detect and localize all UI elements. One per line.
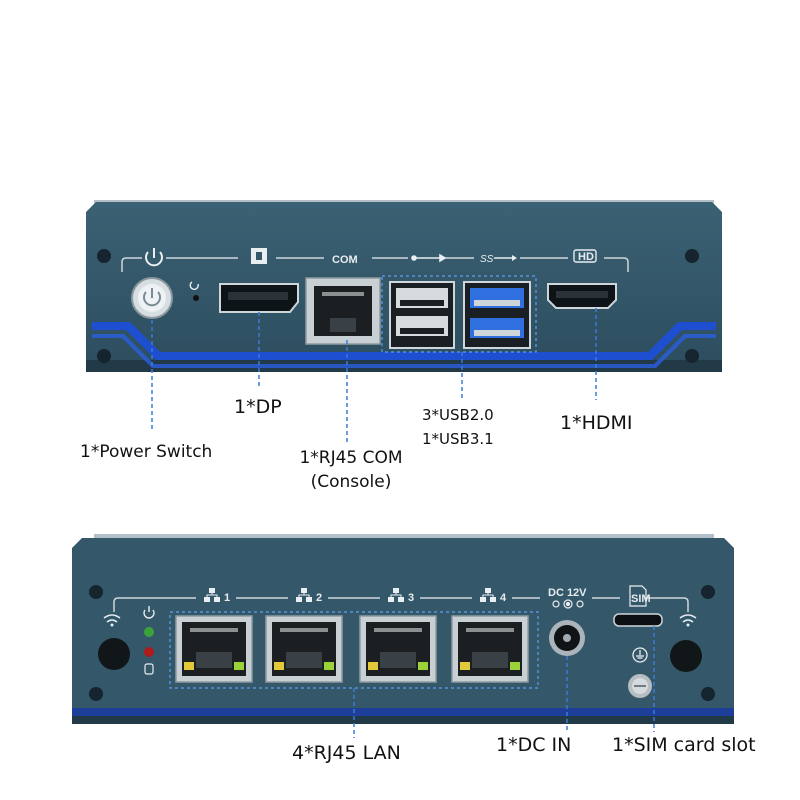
ground-icon xyxy=(632,647,648,663)
hdmi-hd-icon: HD xyxy=(573,249,597,263)
lan1-number: 1 xyxy=(224,592,230,604)
usb3-ss-icon: SS xyxy=(480,254,517,265)
svg-text:SS: SS xyxy=(480,254,494,265)
callout-usb3: 1*USB3.1 xyxy=(422,430,494,448)
rear-screws xyxy=(89,585,715,701)
displayport-port xyxy=(219,283,299,313)
rj45-com-port xyxy=(305,277,381,345)
callout-usb2: 3*USB2.0 xyxy=(422,406,494,424)
lan4-number: 4 xyxy=(500,592,507,604)
lan3-number: 3 xyxy=(408,592,414,604)
lan-network-icons xyxy=(204,588,496,602)
power-symbol-icon xyxy=(145,248,163,267)
rj45-lan-port xyxy=(451,615,529,683)
com-panel-label: COM xyxy=(332,254,358,266)
wifi-antenna-right xyxy=(670,614,702,672)
status-leds xyxy=(143,606,155,675)
rj45-lan-port xyxy=(359,615,437,683)
callout-dc-in: 1*DC IN xyxy=(496,734,572,756)
sim-icon: SIM xyxy=(629,585,651,607)
usb-group-outline xyxy=(381,275,537,353)
callout-dp: 1*DP xyxy=(234,396,282,418)
rj45-lan-port xyxy=(265,615,343,683)
svg-text:SIM: SIM xyxy=(631,593,651,605)
usb-icon xyxy=(411,253,447,263)
sim-card-slot xyxy=(613,613,663,627)
dc-polarity-icon xyxy=(552,599,584,609)
callout-lan: 4*RJ45 LAN xyxy=(292,742,401,764)
displayport-icon xyxy=(251,248,267,264)
dc-label: DC 12V xyxy=(548,587,587,599)
callout-console: (Console) xyxy=(310,472,392,492)
rear-callout-lines xyxy=(353,626,655,738)
usb3-ports xyxy=(463,281,531,349)
hdmi-port xyxy=(547,283,617,309)
rj45-lan-ports xyxy=(175,615,529,683)
front-callout-lines xyxy=(151,308,597,442)
reset-indicator xyxy=(189,281,199,301)
power-button[interactable] xyxy=(131,277,173,319)
dc-in-jack xyxy=(549,620,585,656)
lan2-number: 2 xyxy=(316,592,322,604)
wifi-antenna-left xyxy=(98,614,130,670)
callout-sim-slot: 1*SIM card slot xyxy=(612,734,756,756)
usb2-ports xyxy=(389,281,455,349)
callout-hdmi: 1*HDMI xyxy=(560,412,633,434)
front-screws xyxy=(97,249,699,363)
rj45-lan-port xyxy=(175,615,253,683)
callout-rj45-com: 1*RJ45 COM xyxy=(299,448,403,468)
callout-power-switch: 1*Power Switch xyxy=(80,442,213,462)
ground-screw xyxy=(628,674,652,698)
svg-text:HD: HD xyxy=(578,251,594,263)
